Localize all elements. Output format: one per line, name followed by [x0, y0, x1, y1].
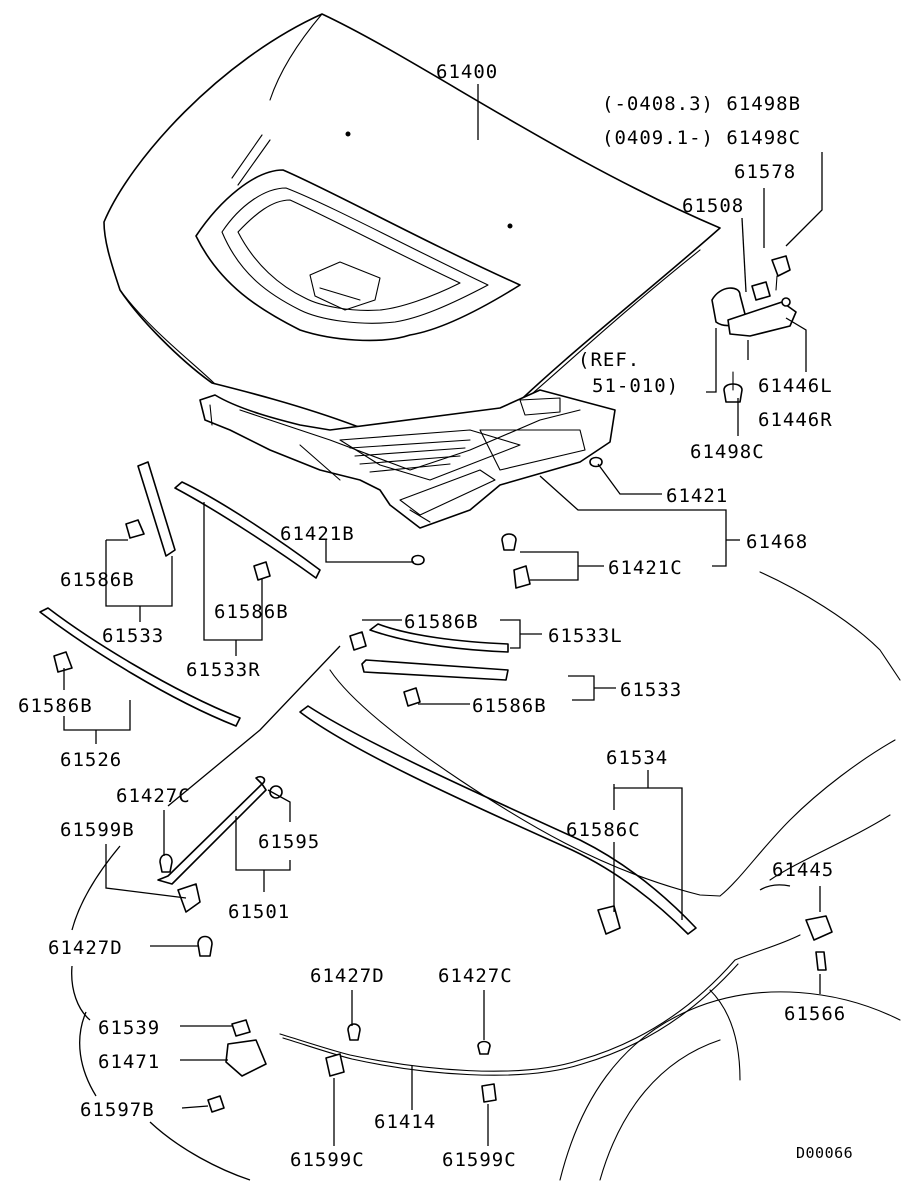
label-61533r: 61533R — [186, 659, 261, 681]
label-61578: 61578 — [734, 161, 796, 183]
label-61533-2: 61533 — [620, 679, 682, 701]
label-61533l: 61533L — [548, 625, 623, 647]
label-61508: 61508 — [682, 195, 744, 217]
label-61599c-1: 61599C — [290, 1149, 365, 1171]
label-61468: 61468 — [746, 531, 808, 553]
hood-hinge — [589, 255, 797, 468]
hood-panel — [103, 13, 721, 439]
label-61595: 61595 — [258, 831, 320, 853]
hood-inner-frame — [199, 389, 616, 529]
label-61421: 61421 — [666, 485, 728, 507]
label-61498b: (-0408.3) 61498B — [602, 93, 801, 115]
leader-lines — [63, 84, 823, 1181]
label-61539: 61539 — [98, 1017, 160, 1039]
label-61498c: 61498C — [690, 441, 765, 463]
label-61586b-5: 61586B — [18, 695, 93, 717]
weatherstrips — [39, 461, 697, 935]
label-61599c-2: 61599C — [442, 1149, 517, 1171]
label-61501: 61501 — [228, 901, 290, 923]
label-61421c: 61421C — [608, 557, 683, 579]
part-labels: 61400 (-0408.3) 61498B (0409.1-) 61498C … — [18, 61, 853, 1171]
label-61586b-3: 61586B — [404, 611, 479, 633]
label-61445: 61445 — [772, 859, 834, 881]
label-61566: 61566 — [784, 1003, 846, 1025]
label-61526: 61526 — [60, 749, 122, 771]
fender-outline — [329, 571, 901, 1181]
diagram-code: D00066 — [796, 1144, 853, 1162]
label-61427c-2: 61427C — [438, 965, 513, 987]
label-61586b-4: 61586B — [472, 695, 547, 717]
label-61597b: 61597B — [80, 1099, 155, 1121]
label-61446l: 61446L — [758, 375, 833, 397]
label-61427d-2: 61427D — [310, 965, 385, 987]
label-61427d-1: 61427D — [48, 937, 123, 959]
label-61400: 61400 — [436, 61, 498, 83]
label-61446r: 61446R — [758, 409, 833, 431]
label-61421b: 61421B — [280, 523, 355, 545]
label-61586b-1: 61586B — [60, 569, 135, 591]
label-61533-1: 61533 — [102, 625, 164, 647]
label-61599b: 61599B — [60, 819, 135, 841]
label-61498c-top: (0409.1-) 61498C — [602, 127, 801, 149]
label-61586b-2: 61586B — [214, 601, 289, 623]
label-61427c-1: 61427C — [116, 785, 191, 807]
clips — [53, 519, 621, 935]
label-ref-1: (REF. — [578, 349, 640, 371]
label-61586c: 61586C — [566, 819, 641, 841]
release-cable — [207, 915, 833, 1113]
label-61534: 61534 — [606, 747, 668, 769]
label-61414: 61414 — [374, 1111, 436, 1133]
label-61471: 61471 — [98, 1051, 160, 1073]
label-ref-2: 51-010) — [592, 375, 679, 397]
hood-support-rod — [157, 775, 283, 957]
